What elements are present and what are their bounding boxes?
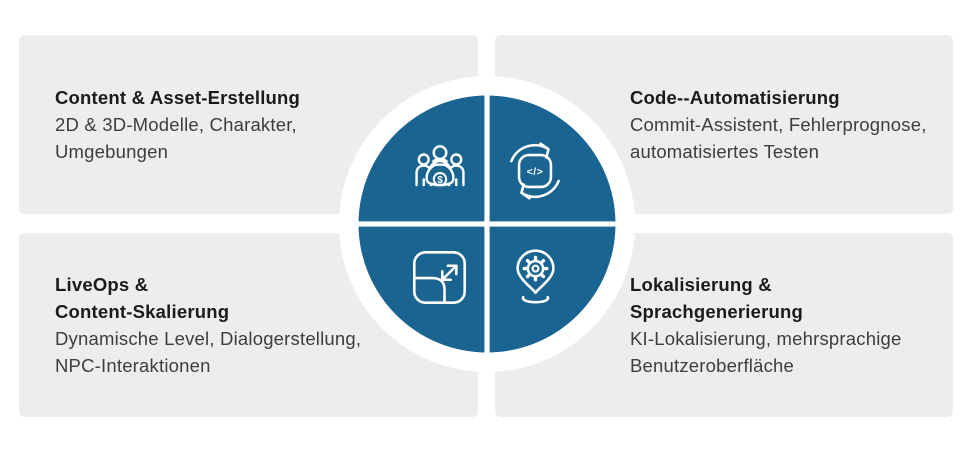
title-line: Code--Automatisierung — [630, 87, 840, 108]
quadrant-title: Code--Automatisierung — [630, 84, 953, 111]
divider-cross — [358, 95, 616, 353]
title-line: Content-Skalierung — [55, 301, 230, 322]
desc-line: Umgebungen — [55, 141, 169, 162]
quadrant-description: Dynamische Level, Dialogerstellung, NPC-… — [55, 325, 478, 379]
desc-line: Dynamische Level, Dialogerstellung, — [55, 328, 362, 349]
center-medallion: $ </> — [339, 76, 635, 372]
title-line: LiveOps & — [55, 274, 149, 295]
desc-line: NPC-Interaktionen — [55, 355, 211, 376]
title-line: Content & Asset-Erstellung — [55, 87, 301, 108]
desc-line: automatisiertes Testen — [630, 141, 820, 162]
code-automation-icon: </> — [510, 142, 560, 200]
quadrant-title: LiveOps & Content-Skalierung — [55, 271, 478, 325]
title-line: Lokalisierung & — [630, 274, 772, 295]
quadrant-title: Content & Asset-Erstellung — [55, 84, 478, 111]
localization-pin-icon — [516, 249, 555, 304]
desc-line: Commit-Assistent, Fehlerprognose, — [630, 114, 927, 135]
quadrant-description: 2D & 3D-Modelle, Charakter, Umgebungen — [55, 111, 478, 165]
title-line: Sprachgenerierung — [630, 301, 804, 322]
dollar-symbol: $ — [437, 175, 443, 186]
team-money-icon: $ — [415, 145, 465, 187]
desc-line: KI-Lokalisierung, mehrsprachige — [630, 328, 902, 349]
quadrant-description: Commit-Assistent, Fehlerprognose, automa… — [630, 111, 953, 165]
desc-line: 2D & 3D-Modelle, Charakter, — [55, 114, 297, 135]
desc-line: Benutzeroberfläche — [630, 355, 795, 376]
quadrant-description: KI-Lokalisierung, mehrsprachige Benutzer… — [630, 325, 953, 379]
code-symbol: </> — [527, 167, 544, 178]
expand-scale-icon — [413, 251, 466, 304]
quadrant-title: Lokalisierung & Sprachgenerierung — [630, 271, 953, 325]
